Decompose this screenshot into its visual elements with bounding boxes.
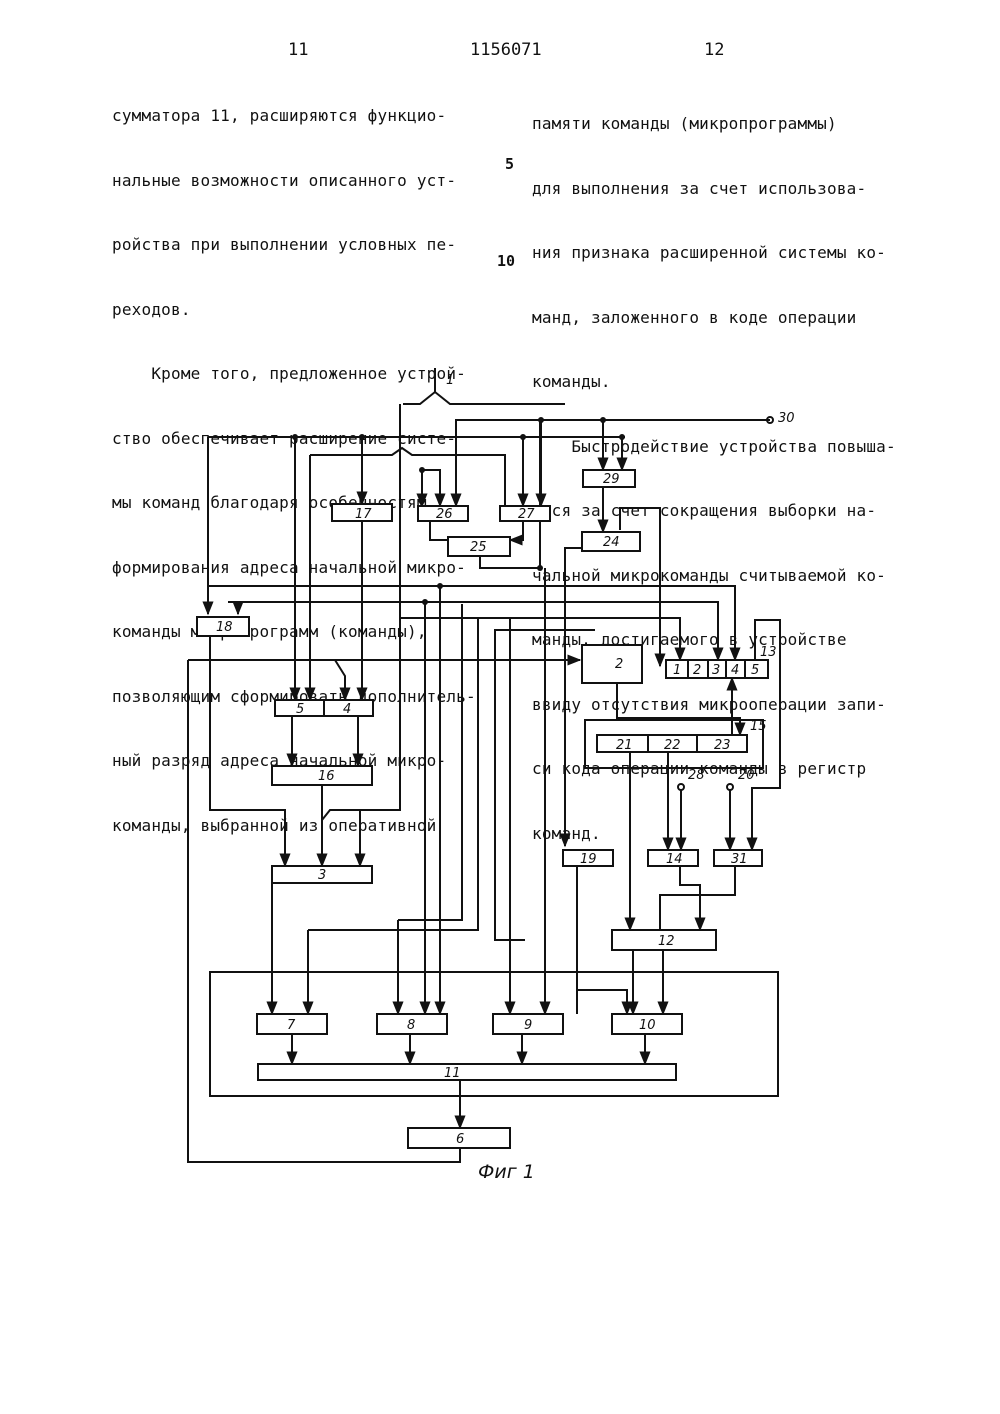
svg-text:3: 3: [712, 663, 720, 678]
block-6: 6: [408, 1128, 510, 1148]
svg-text:5: 5: [296, 702, 304, 717]
svg-text:1: 1: [446, 373, 454, 388]
register-13: 1 2 3 4 5 13: [666, 645, 777, 678]
svg-text:27: 27: [518, 507, 535, 522]
svg-text:3: 3: [318, 868, 326, 883]
svg-text:26: 26: [436, 507, 453, 522]
svg-text:24: 24: [603, 535, 620, 550]
block-8: 8: [377, 1014, 447, 1034]
block-17: 17: [332, 504, 392, 522]
terminal-28: 28: [678, 768, 705, 790]
svg-text:1: 1: [673, 663, 681, 678]
block-16: 16: [272, 766, 372, 785]
svg-text:4: 4: [731, 663, 739, 678]
svg-text:14: 14: [666, 852, 683, 867]
terminal-30: 30: [767, 411, 795, 426]
block-7: 7: [257, 1014, 327, 1034]
svg-text:29: 29: [603, 472, 620, 487]
svg-text:19: 19: [580, 852, 597, 867]
block-27: 27: [500, 506, 550, 522]
block-3: 3: [272, 866, 372, 883]
svg-text:12: 12: [658, 934, 675, 949]
svg-text:28: 28: [688, 768, 705, 783]
block-10: 10: [612, 1014, 682, 1034]
block-25: 25: [448, 537, 510, 556]
svg-text:7: 7: [287, 1018, 296, 1033]
svg-text:5: 5: [751, 663, 759, 678]
svg-text:15: 15: [750, 719, 767, 734]
svg-text:11: 11: [444, 1066, 461, 1081]
svg-text:6: 6: [456, 1132, 464, 1147]
block-12: 14: [648, 850, 698, 867]
svg-text:30: 30: [778, 411, 795, 426]
block-29: 29: [583, 470, 635, 487]
svg-text:17: 17: [355, 507, 372, 522]
svg-text:8: 8: [407, 1018, 415, 1033]
svg-text:4: 4: [343, 702, 351, 717]
svg-text:10: 10: [639, 1018, 656, 1033]
terminal-20: 20: [727, 768, 755, 790]
svg-text:13: 13: [760, 645, 777, 660]
terminal-1: 1: [446, 373, 454, 388]
block-19: 19: [563, 850, 613, 867]
register-15: 21 22 23 15: [597, 719, 767, 753]
block-11: 12: [612, 930, 716, 950]
svg-text:22: 22: [664, 738, 681, 753]
block-5-4: 5 4: [275, 700, 373, 717]
block-2: 2: [582, 645, 642, 683]
svg-text:21: 21: [616, 738, 633, 753]
block-9: 9: [493, 1014, 563, 1034]
figure-caption: Фиг 1: [478, 1161, 535, 1183]
block-24: 24: [582, 532, 640, 551]
svg-text:16: 16: [318, 769, 335, 784]
block-14: 11: [258, 1064, 676, 1081]
svg-text:31: 31: [731, 852, 748, 867]
svg-text:20: 20: [738, 768, 755, 783]
svg-text:2: 2: [615, 657, 623, 672]
block-26: 26: [418, 506, 468, 522]
svg-text:23: 23: [714, 738, 731, 753]
svg-text:25: 25: [470, 540, 487, 555]
svg-text:9: 9: [524, 1018, 532, 1033]
svg-text:2: 2: [693, 663, 701, 678]
block-18: 18: [197, 617, 249, 636]
svg-text:18: 18: [216, 620, 233, 635]
block-31: 31: [714, 850, 762, 867]
